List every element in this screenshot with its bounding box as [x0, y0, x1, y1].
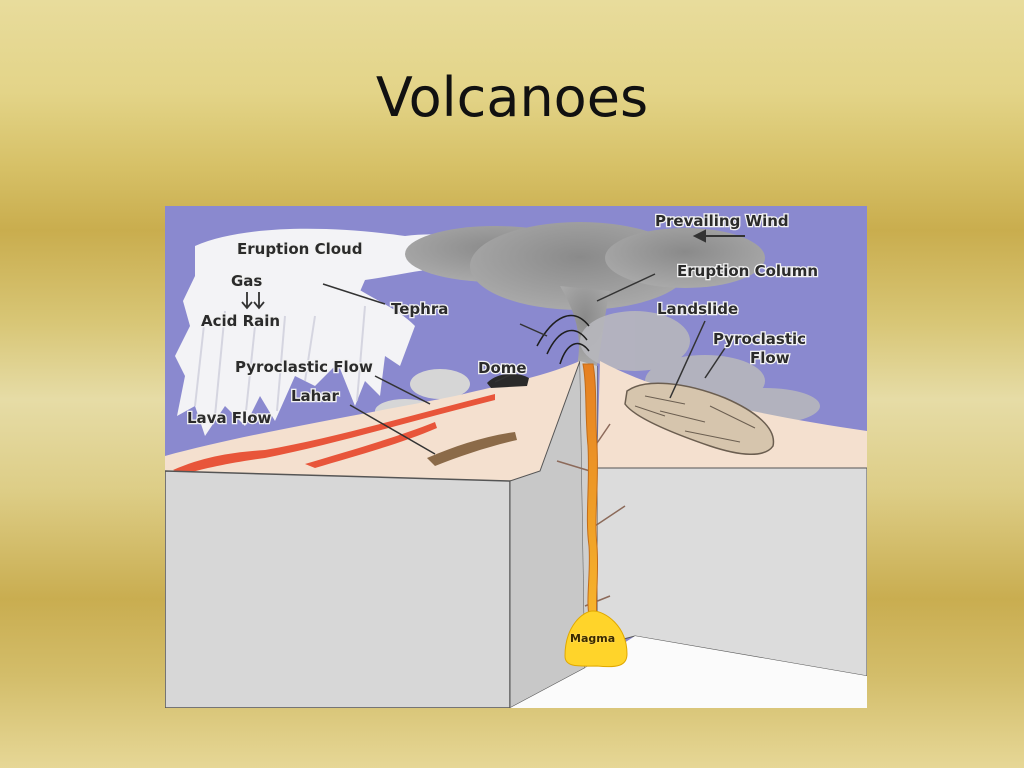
label-dome: Dome — [478, 359, 527, 377]
label-tephra: Tephra — [391, 300, 448, 318]
wind-arrow — [692, 229, 745, 243]
label-lava-flow: Lava Flow — [187, 409, 271, 427]
label-pyroclastic-flow-right-2: Flow — [750, 349, 790, 367]
crust-block-left — [165, 470, 511, 708]
lava-flow-shapes — [173, 394, 495, 474]
label-prevailing-wind: Prevailing Wind — [655, 212, 789, 230]
slide-title: Volcanoes — [375, 66, 649, 129]
volcano-diagram: Prevailing Wind Eruption Cloud Eruption … — [165, 206, 867, 708]
label-magma: Magma — [570, 632, 615, 645]
label-acid-rain: Acid Rain — [201, 312, 280, 330]
label-gas: Gas — [231, 272, 262, 290]
label-eruption-cloud: Eruption Cloud — [237, 240, 362, 258]
ash-cloud-right — [580, 311, 820, 424]
gas-arrows — [241, 292, 265, 310]
label-pyroclastic-flow-left: Pyroclastic Flow — [235, 358, 373, 376]
label-eruption-column: Eruption Column — [677, 262, 818, 280]
magma-chamber — [564, 610, 628, 668]
landslide-shape — [624, 382, 775, 455]
eruption-column-smoke — [405, 222, 765, 366]
label-lahar: Lahar — [291, 387, 339, 405]
label-pyroclastic-flow-right-1: Pyroclastic — [713, 330, 806, 348]
label-landslide: Landslide — [657, 300, 738, 318]
lahar-shape — [427, 432, 517, 466]
dome-shape — [487, 373, 529, 388]
eruption-cloud-shape — [175, 228, 495, 436]
